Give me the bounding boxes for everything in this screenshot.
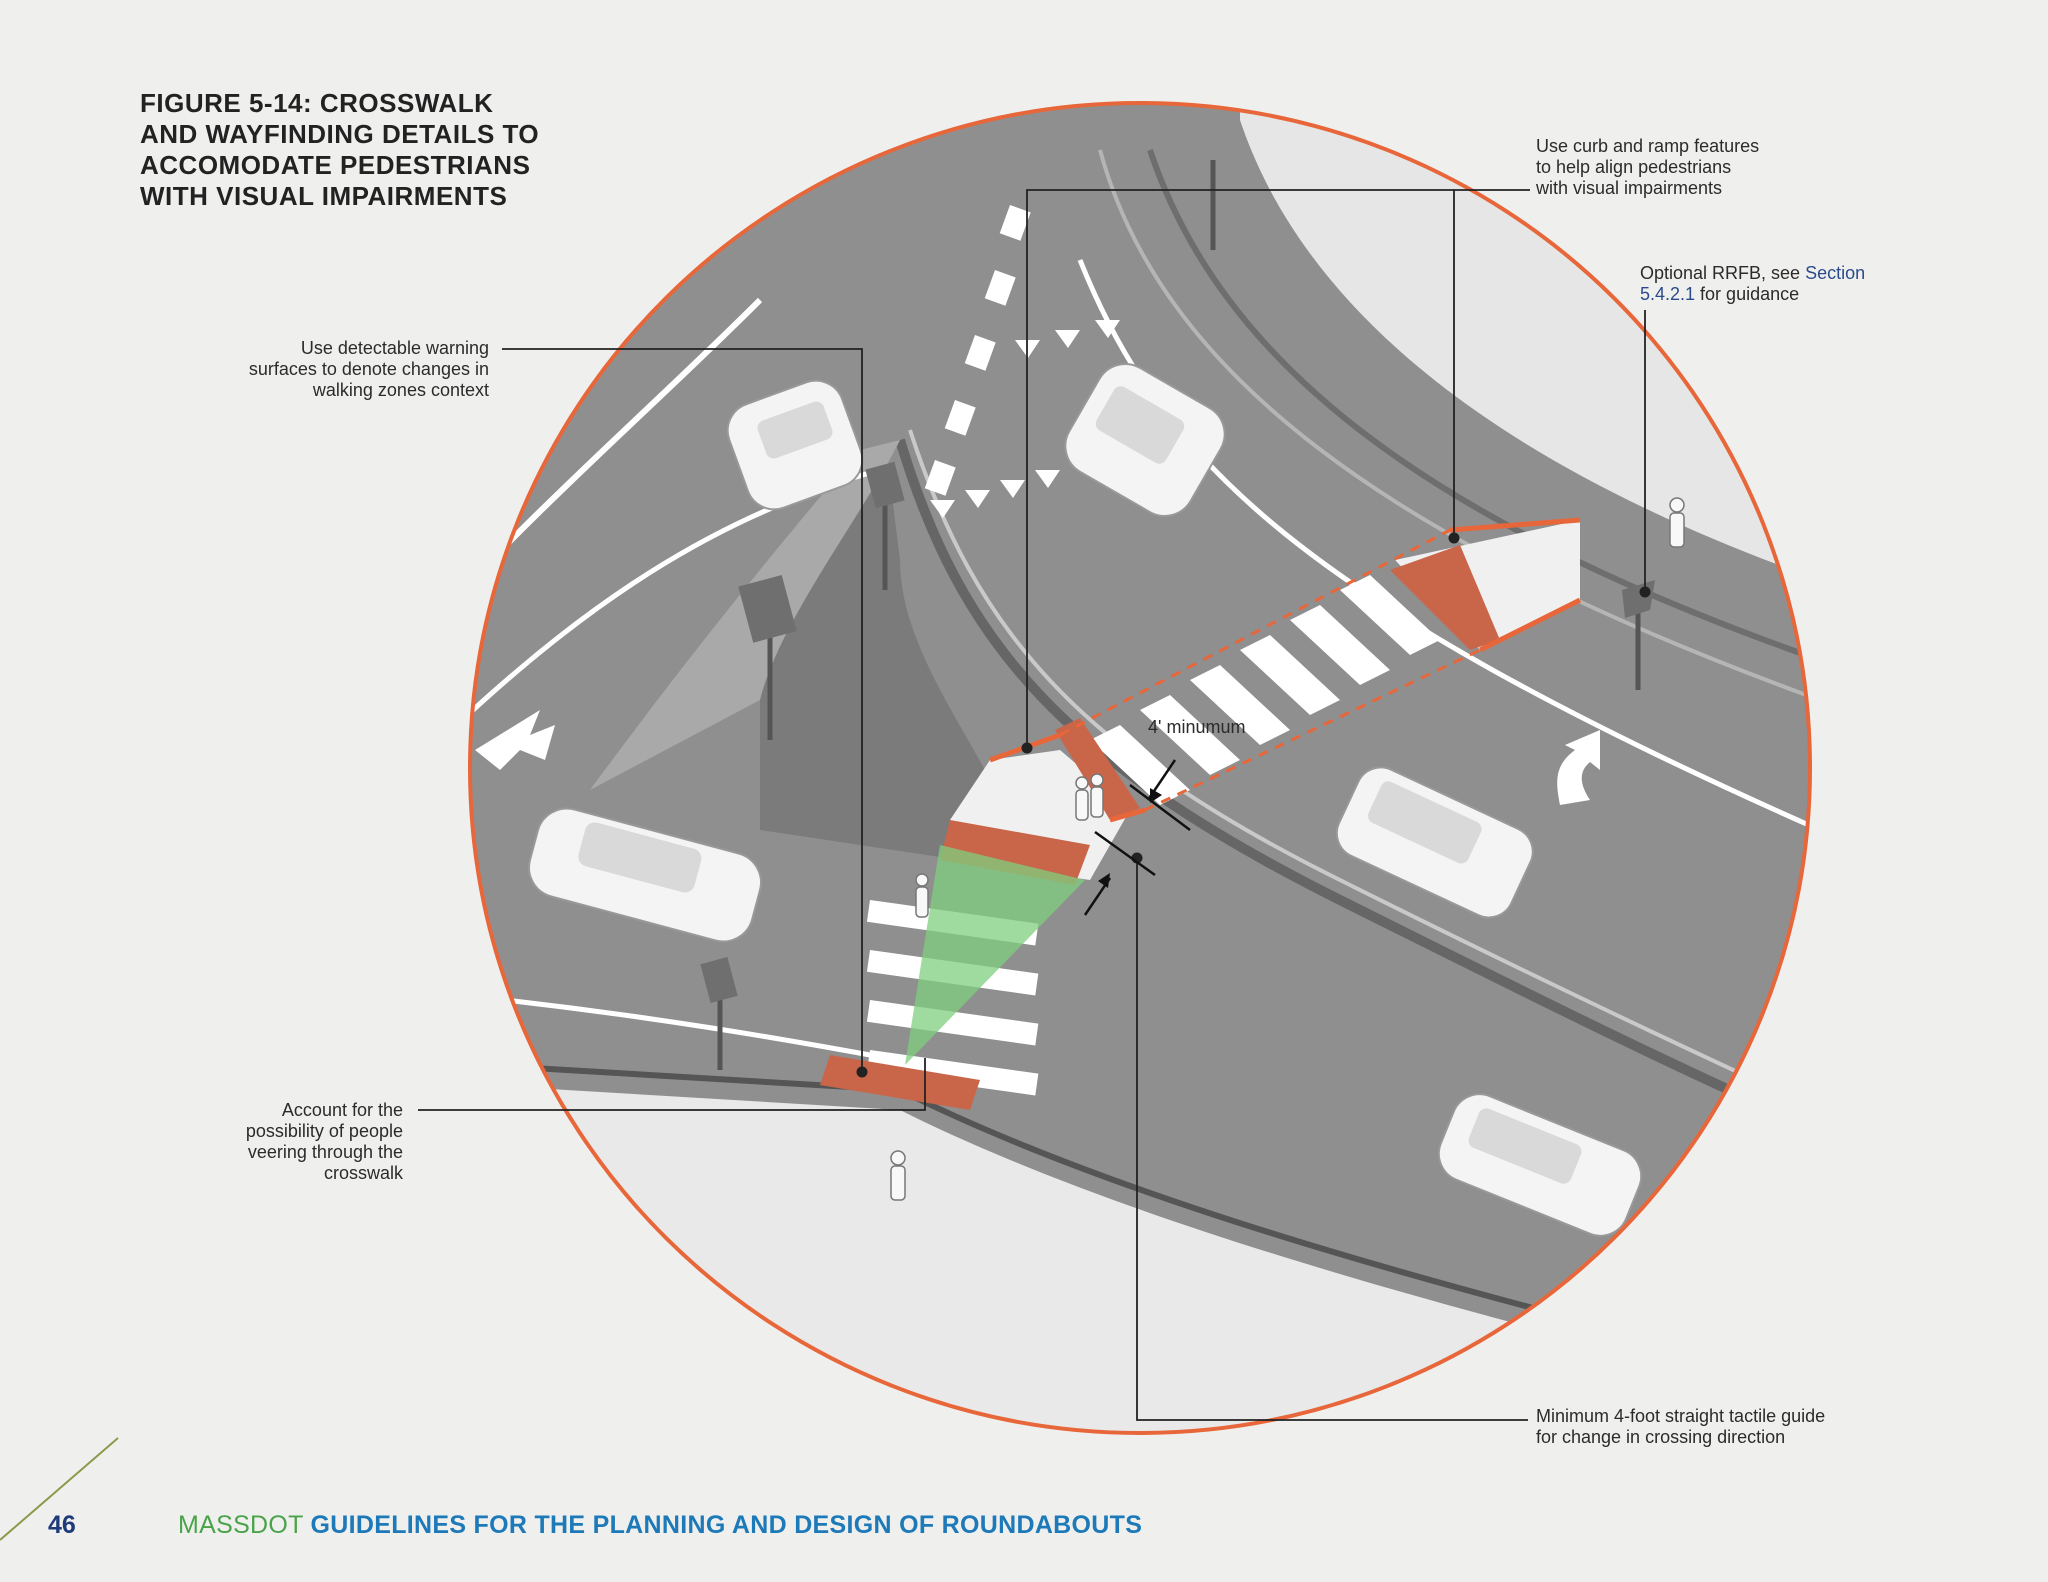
callout-line: veering through the xyxy=(247,1142,403,1162)
curb-line xyxy=(1098,149,1810,702)
callout-line: Minimum 4-foot straight tactile guide xyxy=(1536,1406,1826,1426)
curb-line xyxy=(895,438,1810,1135)
curb-line xyxy=(908,429,1810,1112)
accent-edge xyxy=(1109,807,1146,823)
warning-surface xyxy=(940,820,1090,885)
section-link[interactable]: Section xyxy=(1805,263,1866,283)
callout-line: Use curb and ramp features xyxy=(1536,136,1760,156)
callout-line: crosswalk xyxy=(323,1163,403,1183)
page-number: 46 xyxy=(48,1511,76,1539)
callout-line: possibility of people xyxy=(245,1121,403,1141)
figure-title-line: FIGURE 5-14: CROSSWALK xyxy=(140,88,494,118)
scene-content xyxy=(470,103,1810,1433)
warning-surface xyxy=(1390,545,1500,650)
triangle-island xyxy=(590,440,900,790)
leader-dots xyxy=(856,532,1651,1078)
section-link[interactable]: 5.4.2.1 xyxy=(1640,284,1696,304)
figure-title: FIGURE 5-14: CROSSWALK AND WAYFINDING DE… xyxy=(140,88,620,212)
focus-circle xyxy=(468,101,1812,1435)
pedestrian-figures xyxy=(890,497,1685,1201)
alignment-line xyxy=(1144,648,1481,812)
lane-arrow xyxy=(475,710,555,770)
callout-line: with visual impairments xyxy=(1536,178,1723,198)
callout-line: surfaces to denote changes in xyxy=(248,359,489,379)
road-sign xyxy=(865,461,905,509)
dimension-arrowhead xyxy=(1150,788,1162,803)
callout-detectable-warning: Use detectable warning surfaces to denot… xyxy=(180,338,489,401)
callout-rrfb: Optional RRFB, see Section 5.4.2.1 for g… xyxy=(1640,263,1865,305)
lane-marking xyxy=(1077,259,1810,833)
alignment-line xyxy=(1059,528,1451,737)
callout-line: Use detectable warning xyxy=(300,338,489,358)
footer-doc-title: GUIDELINES FOR THE PLANNING AND DESIGN O… xyxy=(310,1511,1143,1539)
warning-surface xyxy=(1055,718,1140,820)
callout-line: for change in crossing direction xyxy=(1536,1427,1786,1447)
footer-org: MASSDOT xyxy=(178,1511,311,1539)
turn-arrow xyxy=(1557,730,1600,805)
figure-title-line: ACCOMODATE PEDESTRIANS xyxy=(140,150,531,180)
car xyxy=(528,807,762,943)
curb-line xyxy=(1147,149,1810,663)
road-sign xyxy=(738,575,797,643)
road-sign xyxy=(700,957,738,1003)
veering-zone xyxy=(905,845,1085,1065)
footer-title: MASSDOT GUIDELINES FOR THE PLANNING AND … xyxy=(178,1511,1142,1540)
accent-edge xyxy=(1449,517,1581,533)
callout-line: Account for the xyxy=(281,1100,403,1120)
car xyxy=(1437,1093,1643,1237)
car xyxy=(726,379,864,511)
car xyxy=(1064,363,1226,517)
callout-tactile-guide: Minimum 4-foot straight tactile guide fo… xyxy=(1536,1406,1825,1448)
figure-title-line: AND WAYFINDING DETAILS TO xyxy=(140,119,540,149)
yield-dashes xyxy=(924,205,1120,518)
figure-title-line: WITH VISUAL IMPAIRMENTS xyxy=(140,181,508,211)
callout-line: walking zones context xyxy=(312,380,489,400)
dimension-arrowhead xyxy=(1098,873,1110,888)
callout-veering: Account for the possibility of people ve… xyxy=(180,1100,403,1184)
footer-diagonal xyxy=(0,1437,119,1541)
crosswalk-upper xyxy=(1090,575,1440,805)
accent-edge xyxy=(1478,597,1582,653)
callout-text: Optional RRFB, see xyxy=(1640,263,1806,283)
sign-post xyxy=(717,160,1641,1070)
leader-lines xyxy=(418,189,1646,1421)
callout-curb-ramp: Use curb and ramp features to help align… xyxy=(1536,136,1759,199)
car xyxy=(1335,766,1534,919)
min-width-label: 4' minumum xyxy=(1148,717,1245,737)
callout-text: for guidance xyxy=(1695,284,1800,304)
callout-line: to help align pedestrians xyxy=(1536,157,1732,177)
